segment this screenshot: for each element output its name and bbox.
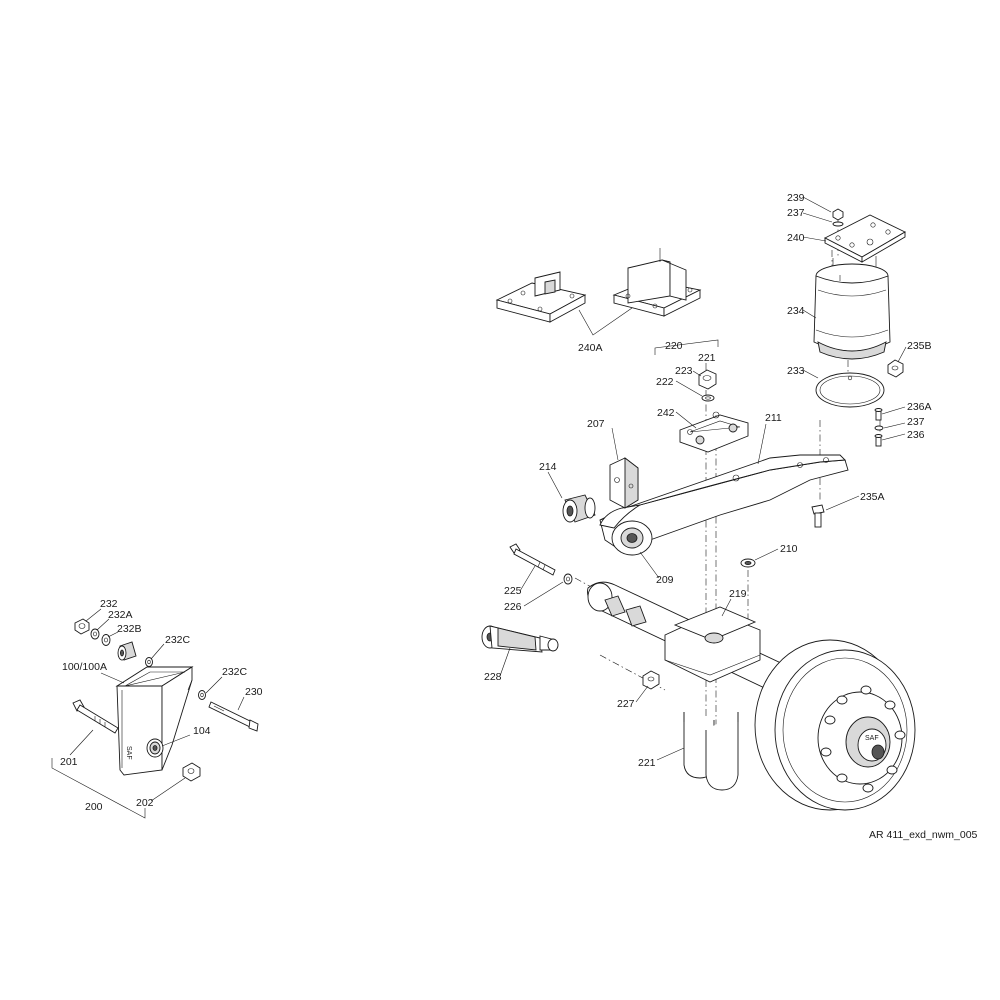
label-210: 210 — [780, 543, 798, 555]
label-237-mid: 237 — [907, 416, 925, 428]
label-227: 227 — [617, 698, 635, 710]
label-104: 104 — [193, 725, 211, 737]
label-235A: 235A — [860, 491, 885, 503]
label-225: 225 — [504, 585, 522, 597]
trailing-arm-211 — [599, 454, 849, 556]
bolt-230 — [208, 701, 259, 732]
label-221-top: 221 — [698, 352, 716, 364]
bolt-201 — [72, 699, 119, 734]
label-223: 223 — [675, 365, 693, 377]
label-236: 236 — [907, 429, 925, 441]
label-235B: 235B — [907, 340, 932, 352]
washer-232B — [101, 634, 111, 646]
washer-226 — [563, 573, 573, 585]
label-202: 202 — [136, 797, 154, 809]
label-220: 220 — [665, 340, 683, 352]
washer-237-mid — [874, 425, 884, 431]
label-240A: 240A — [578, 342, 603, 354]
piston-plate-233 — [815, 372, 885, 408]
drawing-reference-code: AR 411_exd_nwm_005 — [869, 829, 978, 841]
washer-232C-lower — [198, 690, 206, 700]
label-230: 230 — [245, 686, 263, 698]
nut-239 — [832, 208, 844, 221]
label-219: 219 — [729, 588, 747, 600]
label-236A: 236A — [907, 401, 932, 413]
svg-text:SAF: SAF — [865, 735, 879, 742]
washer-210 — [740, 558, 756, 568]
label-237-top: 237 — [787, 207, 805, 219]
bracket-assembly-group: SAF — [51, 608, 259, 819]
washer-232A — [90, 628, 100, 640]
label-232B: 232B — [117, 623, 142, 635]
label-232C-lower: 232C — [222, 666, 248, 678]
label-242: 242 — [657, 407, 675, 419]
label-221-bottom: 221 — [638, 757, 656, 769]
nut-227 — [642, 670, 660, 690]
shock-absorber-228 — [481, 625, 559, 653]
bolt-236 — [874, 434, 883, 447]
label-201: 201 — [60, 756, 78, 768]
nut-202 — [182, 762, 201, 782]
air-spring-234 — [813, 256, 891, 360]
label-226: 226 — [504, 601, 522, 613]
label-222: 222 — [656, 376, 674, 388]
hanger-bracket-100: SAF — [115, 666, 194, 776]
bracket-240A-left — [495, 271, 587, 323]
washer-232C-upper — [145, 657, 153, 667]
brake-drum-hub: SAF — [754, 639, 916, 811]
bracket-240A-right — [612, 248, 702, 317]
label-214: 214 — [539, 461, 557, 473]
bolt-235A — [811, 504, 825, 528]
label-209: 209 — [656, 574, 674, 586]
label-232: 232 — [100, 598, 118, 610]
label-207: 207 — [587, 418, 605, 430]
bush-232B — [117, 641, 137, 661]
svg-text:SAF: SAF — [125, 746, 132, 760]
top-plate-240 — [824, 214, 906, 263]
nut-223 — [698, 369, 717, 390]
label-211: 211 — [765, 412, 782, 424]
label-232A: 232A — [108, 609, 133, 621]
bush-214 — [562, 494, 596, 523]
label-240: 240 — [787, 232, 805, 244]
label-233: 233 — [787, 365, 805, 377]
bolt-225 — [509, 543, 556, 576]
washer-237-top — [832, 221, 844, 227]
axle-assembly-group: SAF — [481, 196, 916, 811]
nut-235B — [887, 359, 904, 378]
label-239: 239 — [787, 192, 805, 204]
bolt-236A — [874, 408, 883, 421]
nut-232 — [74, 618, 90, 635]
spacer-207 — [609, 457, 639, 509]
label-100-100A: 100/100A — [62, 661, 107, 673]
washer-222 — [701, 394, 715, 402]
u-bolts-221 — [683, 712, 739, 791]
label-200: 200 — [85, 801, 103, 813]
bushing-104 — [146, 738, 164, 758]
clamp-plate-242 — [679, 411, 749, 453]
label-232C-upper: 232C — [165, 634, 191, 646]
label-228: 228 — [484, 671, 502, 683]
label-234: 234 — [787, 305, 805, 317]
